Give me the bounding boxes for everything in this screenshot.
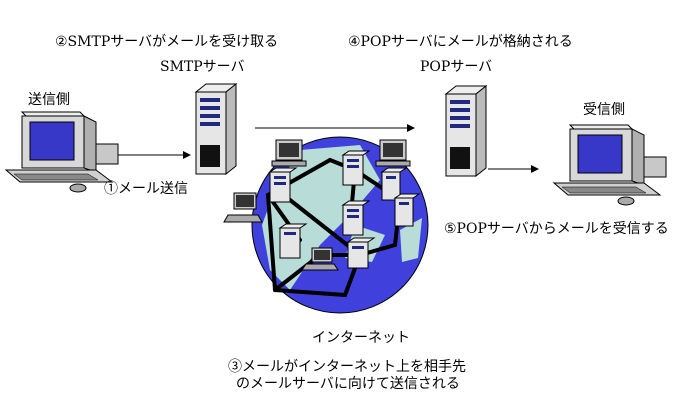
globe-laptop <box>301 247 339 271</box>
globe-server <box>380 167 408 201</box>
globe-server <box>341 150 371 186</box>
globe-server <box>268 167 298 203</box>
globe-pc <box>271 139 307 167</box>
pop-store-label: ④POPサーバにメールが格納される <box>348 34 573 50</box>
globe-server <box>393 193 421 227</box>
globe-server <box>278 223 308 259</box>
receiver-computer-icon <box>552 124 667 206</box>
pop-server-label: POPサーバ <box>420 59 493 75</box>
sender-label: 送信側 <box>28 92 70 108</box>
globe-pc <box>375 139 411 167</box>
transfer-label-line2: のメールサーバに向けて送信される <box>236 376 460 392</box>
globe-laptop <box>223 192 263 223</box>
smtp-server-label: SMTPサーバ <box>160 59 245 75</box>
pop-server-icon <box>444 84 488 178</box>
smtp-receive-label: ②SMTPサーバがメールを受け取る <box>55 34 279 50</box>
pop-receive-label: ⑤POPサーバからメールを受信する <box>444 221 669 237</box>
globe-server <box>346 237 376 269</box>
smtp-server-icon <box>194 82 238 176</box>
sender-computer-icon <box>4 111 119 193</box>
send-mail-label: ①メール送信 <box>104 181 188 197</box>
internet-label: インターネット <box>312 330 410 346</box>
transfer-label-line1: ③メールがインターネット上を相手先 <box>228 359 466 375</box>
globe-server <box>341 200 371 236</box>
receiver-label: 受信側 <box>583 102 625 118</box>
